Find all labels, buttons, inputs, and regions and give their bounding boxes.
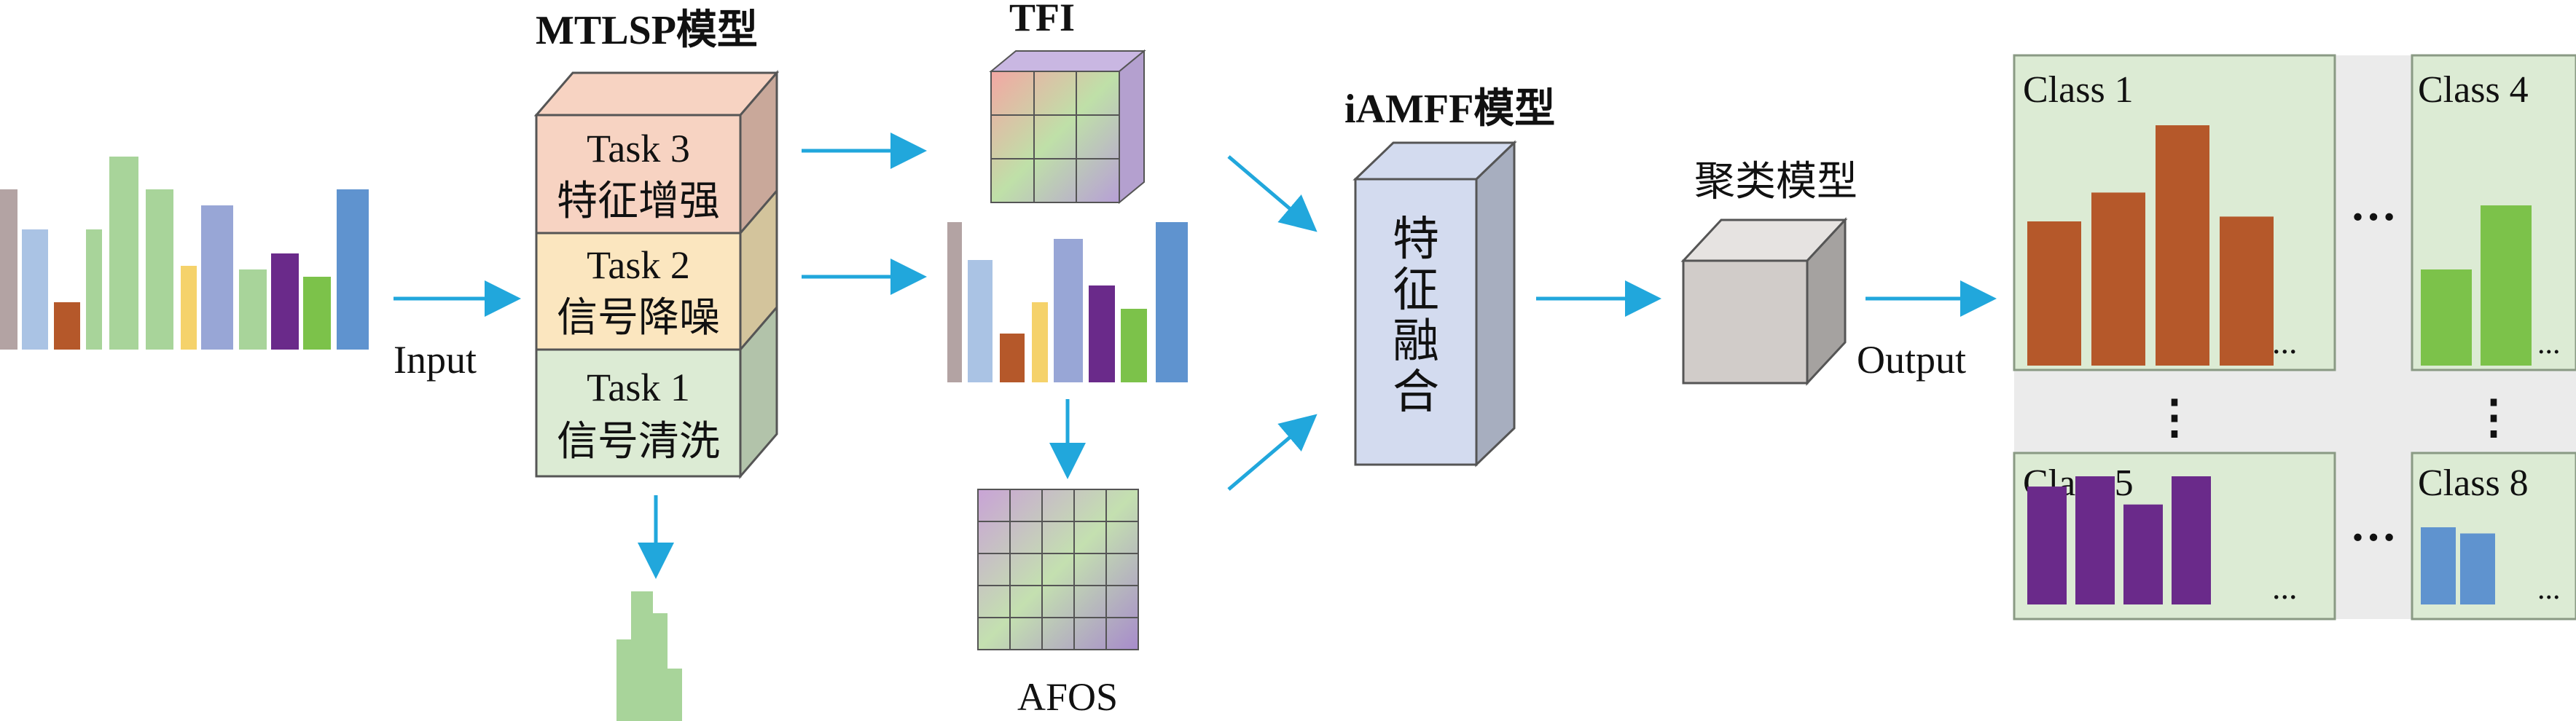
input-bar [109,157,138,350]
cluster-title: 聚类模型 [1694,158,1857,205]
vertical-ellipsis-right: ⋮ [2470,391,2517,443]
class-label: Class 4 [2418,69,2529,111]
iamff-front-face [1354,178,1478,466]
horizontal-ellipsis-bottom: … [2350,499,2397,551]
input-bar [337,189,369,350]
processed-bar [1032,302,1048,382]
class-bar [2075,476,2115,604]
fusion-char: 融 [1393,315,1439,369]
cleaned-bar [631,591,653,721]
class-bar [2220,216,2274,366]
class-bar [2123,504,2163,604]
class-bar [2481,205,2532,366]
class-label: Class 8 [2418,462,2529,504]
afos-tile-area [977,489,1139,650]
output-label: Output [1857,338,1966,382]
tfi-top-face [989,50,1146,72]
mtlsp-model-box: Task 3 特征增强 Task 2 信号降噪 Task 1 信号清洗 [533,69,780,480]
task2-title: Task 2 [587,243,690,287]
horizontal-ellipsis-top: … [2350,178,2397,230]
cleaned-bar [653,613,668,721]
mtlsp-top-face [533,71,780,117]
fusion-char: 特 [1393,213,1439,267]
class-bar [2027,221,2081,366]
task3-box [535,114,742,235]
arrow-afos-to-iamff [1227,414,1318,491]
class-bar [2172,476,2211,604]
task3-title: Task 3 [587,127,690,170]
fusion-char: 征 [1393,264,1439,318]
output-classes: Class 1 ... Class 4 ... Class 5 ... Clas… [2013,54,2576,620]
tfi-side-face [1119,49,1145,205]
input-bar [201,205,233,350]
class-bar [2421,527,2456,604]
processed-bar [1156,222,1188,382]
class-bar [2027,486,2067,604]
cluster-front-face [1682,259,1809,385]
cleaned-signal-chart [616,591,682,721]
input-bar [146,189,173,350]
class-panel-5: Class 5 ... [2013,452,2336,620]
input-bar [54,302,80,350]
class-bar [2460,533,2495,604]
class-bar [2091,192,2145,366]
input-bar [271,253,299,350]
mtlsp-title: MTLSP模型 [536,8,758,53]
task1-name: 信号清洗 [557,418,720,465]
input-label: Input [394,338,477,382]
processed-bar [968,260,993,382]
iamff-title: iAMFF模型 [1344,87,1555,132]
class-more-dots: ... [2537,572,2561,606]
arrow-tfi-to-iamff [1227,155,1318,232]
processed-bar [1054,239,1083,382]
class-bar [2156,125,2209,366]
processed-bar [947,222,962,382]
class-panel-4: Class 4 ... [2411,54,2576,371]
task1-box [535,348,742,478]
processed-bar [1121,309,1147,382]
class-bar [2421,269,2472,366]
processed-signal-chart [947,222,1188,382]
vertical-ellipsis-left: ⋮ [2151,391,2198,443]
cluster-model-cube [1680,217,1848,386]
iamff-side-face [1475,140,1516,468]
task3-name: 特征增强 [557,178,720,225]
afos-grid [977,489,1139,650]
class-label: Class 1 [2023,69,2134,111]
tfi-title: TFI [1009,0,1075,39]
processed-bar [1089,285,1115,382]
tfi-cube [989,49,1146,205]
input-bar [303,277,331,350]
class-more-dots: ... [2537,327,2561,360]
iamff-model-box: 特 征 融 合 [1352,140,1517,468]
task2-name: 信号降噪 [557,294,720,342]
input-signal-chart [0,157,369,350]
processed-bar [1000,334,1025,382]
tfi-front-face [990,71,1120,203]
class-panel-1: Class 1 ... [2013,54,2336,371]
class-more-dots: ... [2272,569,2298,606]
input-bar [181,266,197,350]
cleaned-bar [668,669,682,721]
input-bar [0,189,17,350]
task1-title: Task 1 [587,366,690,409]
class-more-dots: ... [2272,323,2298,360]
class-panel-8: Class 8 ... [2411,452,2576,620]
input-bar [86,229,102,350]
cleaned-bar [616,639,631,721]
afos-title: AFOS [1017,675,1118,719]
input-bar [22,229,48,350]
input-bar [239,269,267,350]
fusion-char: 合 [1393,366,1439,419]
